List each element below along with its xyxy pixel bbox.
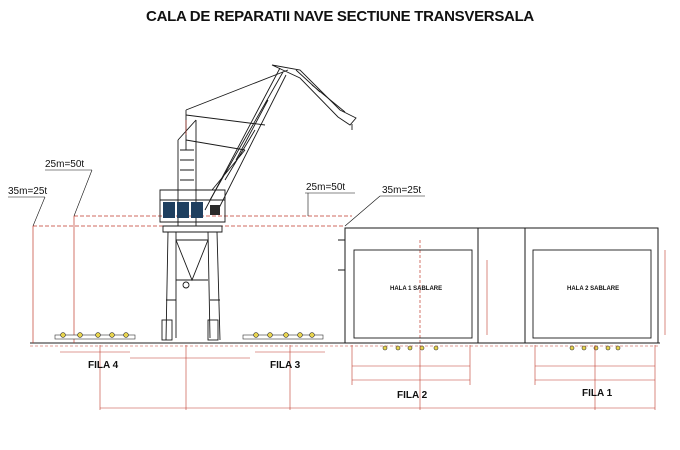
capacity-label-left-near: 25m=50t bbox=[45, 159, 84, 170]
row-label-fila-1: FILA 1 bbox=[582, 388, 613, 399]
capacity-label-right-far: 35m=25t bbox=[382, 185, 421, 196]
capacity-label-right-near: 25m=50t bbox=[306, 182, 345, 193]
support-blocks-fila-4 bbox=[54, 332, 136, 340]
row-label-fila-4: FILA 4 bbox=[88, 360, 119, 371]
row-label-fila-2: FILA 2 bbox=[397, 390, 428, 401]
crane-reach-envelope bbox=[32, 215, 421, 343]
portal-crane bbox=[159, 64, 357, 341]
row-label-fila-3: FILA 3 bbox=[270, 360, 301, 371]
hall-2-label: HALA 2 SABLARE bbox=[567, 286, 619, 292]
support-blocks-fila-2 bbox=[382, 345, 439, 351]
dimension-lines bbox=[60, 250, 666, 410]
hall-1-label: HALA 1 SABLARE bbox=[390, 286, 442, 292]
crane-cab bbox=[163, 202, 220, 218]
page-title: CALA DE REPARATII NAVE SECTIUNE TRANSVER… bbox=[146, 8, 534, 25]
hall-building bbox=[338, 227, 659, 344]
capacity-leaders bbox=[8, 169, 425, 227]
support-blocks-fila-3 bbox=[242, 332, 324, 340]
capacity-label-left-far: 35m=25t bbox=[8, 186, 47, 197]
